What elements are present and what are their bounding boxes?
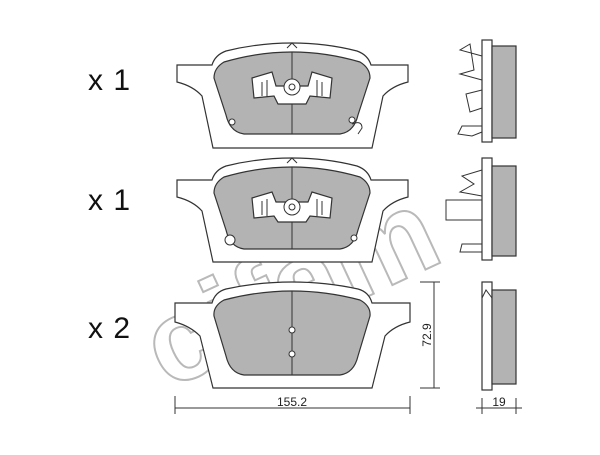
rivet-3b [288, 350, 296, 358]
brake-pad-2 [176, 157, 409, 263]
rivet-3a [288, 326, 296, 334]
dimension-width-label: 155.2 [277, 395, 307, 409]
side-chamfer-3 [481, 289, 493, 299]
side-view-3 [481, 281, 517, 391]
dimension-height-label: 72.9 [420, 323, 434, 347]
dimension-thickness: 19 [476, 395, 522, 414]
rivet-1b [348, 116, 356, 124]
side-lining-2 [491, 165, 517, 257]
side-clip-2 [445, 199, 482, 221]
clip-2 [251, 191, 333, 223]
side-lining-3 [491, 289, 517, 385]
rivet-1a [228, 118, 236, 126]
side-view-2 [445, 157, 517, 261]
dimension-thickness-label: 19 [492, 395, 506, 409]
side-clip-1 [465, 89, 483, 113]
quantity-label-row1: x 1 [88, 64, 132, 97]
clip-1 [251, 71, 333, 105]
side-backing-2 [481, 157, 493, 261]
dimension-width: 155.2 [174, 395, 411, 414]
dimension-height: 72.9 [420, 281, 440, 389]
side-view-1 [457, 39, 517, 143]
side-backing-3 [481, 281, 493, 391]
side-sensor-2 [459, 243, 482, 253]
quantity-label-row2: x 1 [88, 184, 132, 217]
rivet-2a [224, 234, 236, 246]
wear-indicator-2 [286, 157, 298, 164]
side-sensor-1 [457, 125, 483, 137]
side-spring-2 [458, 169, 483, 197]
brake-pad-1 [176, 42, 409, 149]
side-lining-1 [491, 45, 517, 139]
rivet-2b [350, 234, 358, 242]
quantity-label-row3: x 2 [88, 312, 132, 345]
wear-indicator-1 [286, 42, 298, 49]
brake-pad-3 [174, 281, 411, 389]
wear-sensor-1 [351, 122, 363, 135]
side-backing-1 [481, 39, 493, 143]
side-spring-1 [458, 43, 483, 81]
